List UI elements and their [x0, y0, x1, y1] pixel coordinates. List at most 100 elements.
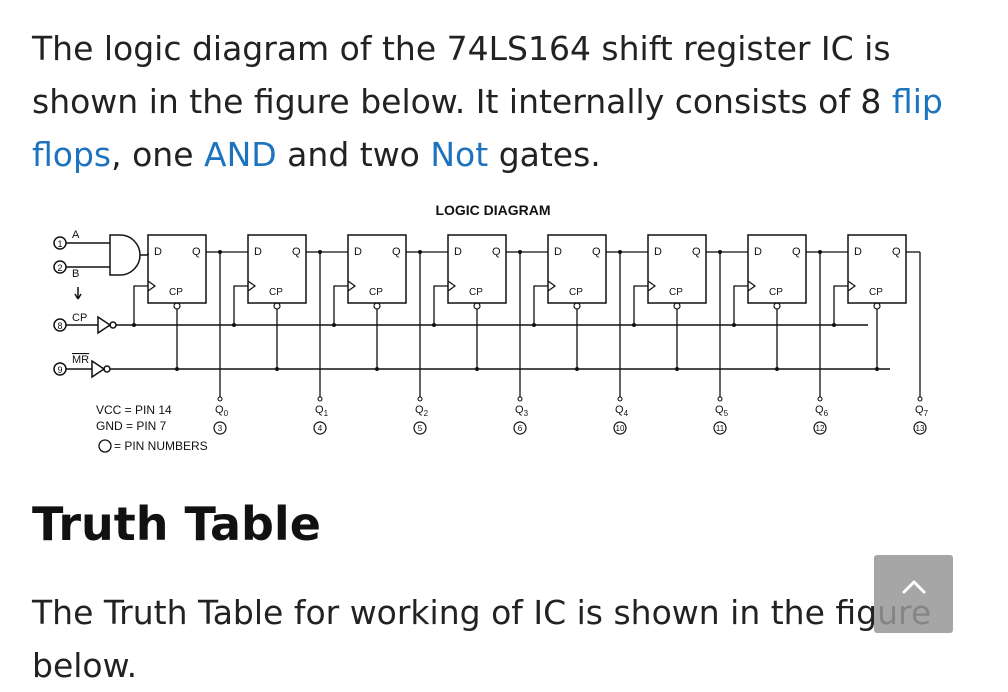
output-label-q4: Q4 [615, 404, 629, 418]
input-mr-label: MR [72, 354, 89, 366]
junction-dot [432, 323, 436, 327]
flip-flop-q-label: Q [192, 246, 201, 258]
junction-dot [575, 367, 579, 371]
output-pin-circle [913, 421, 927, 435]
output-q-letter: Q [315, 404, 324, 416]
output-pin-number: 3 [218, 424, 223, 433]
output-q-letter: Q [615, 404, 624, 416]
clock-edge-marker [647, 280, 657, 292]
junction-dot [475, 367, 479, 371]
output-pin-number: 10 [616, 424, 625, 433]
flip-flop-d-label: D [354, 246, 362, 258]
junction-dot [618, 250, 622, 254]
junction-dot [218, 250, 222, 254]
output-terminal [617, 396, 623, 402]
truth-table-paragraph: The Truth Table for working of IC is sho… [32, 593, 932, 685]
output-subscript: 0 [224, 409, 229, 418]
output-pin-number: 5 [418, 424, 423, 433]
output-terminal [517, 396, 523, 402]
input-logic [53, 234, 890, 379]
flip-flop-d-label: D [754, 246, 762, 258]
junction-dot [318, 250, 322, 254]
output-pin-circle [413, 421, 427, 435]
pin-number-cp: 8 [57, 321, 62, 331]
output-pin-circle [213, 421, 227, 435]
junction-dot [775, 367, 779, 371]
output-terminal [817, 396, 823, 402]
reset-bubble [873, 302, 881, 310]
clock-edge-marker [847, 280, 857, 292]
output-label-q6: Q6 [815, 404, 829, 418]
clock-edge-marker [347, 280, 357, 292]
output-label-q1: Q1 [315, 404, 329, 418]
intro-text-3: and two [276, 135, 431, 174]
clock-edge-marker [547, 280, 557, 292]
reset-buffer [91, 359, 106, 379]
input-a-label: A [72, 229, 80, 241]
pin-number-mr: 9 [57, 365, 62, 375]
output-q-letter: Q [715, 404, 724, 416]
flip-flops-link[interactable]: flip flops [32, 82, 943, 174]
reset-bubble [273, 302, 281, 310]
and-gate-link[interactable]: AND [204, 135, 277, 174]
junction-dot [532, 323, 536, 327]
junction-dot [632, 323, 636, 327]
output-subscript: 3 [524, 409, 529, 418]
output-subscript: 6 [824, 409, 829, 418]
output-q-letter: Q [215, 404, 224, 416]
output-pin-circle [813, 421, 827, 435]
clock-edge-marker [147, 280, 157, 292]
reset-bubble [573, 302, 581, 310]
clock-edge-marker [747, 280, 757, 292]
junction-dot [132, 323, 136, 327]
reset-bubble [773, 302, 781, 310]
intro-text-1: The logic diagram of the 74LS164 shift r… [32, 29, 892, 121]
and-gate [109, 234, 141, 276]
junction-dot [375, 367, 379, 371]
output-subscript: 2 [424, 409, 429, 418]
junction-dot [232, 323, 236, 327]
pin-number-b: 2 [57, 263, 62, 273]
flip-flop-d-label: D [854, 246, 862, 258]
output-label-q7: Q7 [915, 404, 928, 418]
output-q-letter: Q [415, 404, 424, 416]
flip-flop-d-label: D [554, 246, 562, 258]
not-gate-link[interactable]: Not [430, 135, 489, 174]
flip-flop-cp-label: CP [369, 287, 383, 298]
diagram-legend: VCC = PIN 14 GND = PIN 7 = PIN NUMBERS [96, 403, 208, 453]
truth-table-heading: Truth Table [32, 497, 321, 551]
input-b-label: B [72, 268, 79, 280]
flip-flop-q-label: Q [392, 246, 401, 258]
flip-flop-cp-label: CP [869, 287, 883, 298]
junction-dot [675, 367, 679, 371]
output-subscript: 1 [324, 409, 329, 418]
clock-edge-marker [247, 280, 257, 292]
clock-edge-marker [447, 280, 457, 292]
junction-dot [818, 250, 822, 254]
output-pin-circle [513, 421, 527, 435]
output-q-letter: Q [815, 404, 824, 416]
output-pin-circle [613, 421, 627, 435]
pin-number-legend-icon [98, 439, 112, 453]
legend-gnd: GND = PIN 7 [96, 419, 167, 433]
scroll-to-top-button[interactable] [874, 555, 953, 633]
junction-dot [175, 367, 179, 371]
output-terminal [917, 396, 923, 402]
output-subscript: 5 [724, 409, 729, 418]
flip-flop-q-label: Q [792, 246, 801, 258]
clock-buffer [97, 315, 112, 335]
flip-flop-cp-label: CP [469, 287, 483, 298]
output-pin-circle [313, 421, 327, 435]
reset-bubble [173, 302, 181, 310]
flip-flop-cp-label: CP [669, 287, 683, 298]
output-subscript: 4 [624, 409, 629, 418]
output-terminal [717, 396, 723, 402]
output-subscript: 7 [924, 409, 928, 418]
output-terminal [417, 396, 423, 402]
flip-flop-q-label: Q [492, 246, 501, 258]
